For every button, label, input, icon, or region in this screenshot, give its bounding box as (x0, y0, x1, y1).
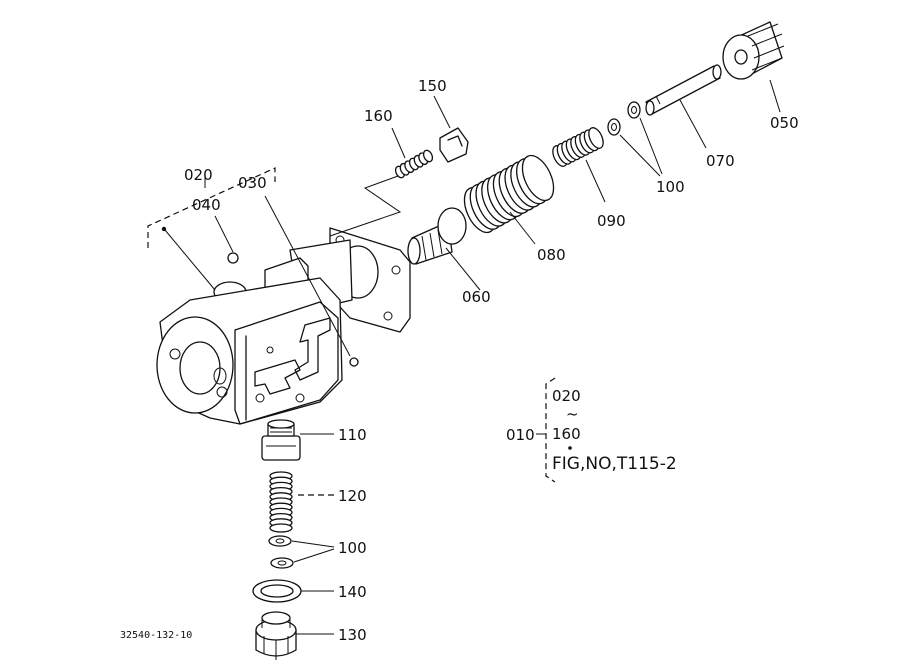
plug-130 (255, 611, 334, 660)
spring-coil (588, 127, 604, 149)
assembly-to: 160 (552, 425, 581, 443)
assembly-note: 010 020 ~ 160 FIG,NO,T115-2 (506, 377, 677, 483)
callout-030: 030 (238, 174, 267, 192)
plug-040 (214, 215, 239, 264)
gasket-140 (252, 579, 334, 603)
callout-060: 060 (462, 288, 491, 306)
washers-100-bottom (268, 535, 335, 569)
callout-050: 050 (770, 114, 799, 132)
callout-020: 020 (184, 166, 213, 184)
callout-150: 150 (418, 77, 447, 95)
callout-120: 120 (338, 487, 367, 505)
clip-150 (433, 95, 469, 163)
spring-090 (552, 127, 606, 203)
spring-160 (391, 127, 434, 179)
drawing-code: 32540-132-10 (120, 630, 192, 641)
callout-140: 140 (338, 583, 367, 601)
spring-coil (521, 154, 555, 202)
spring-080 (463, 154, 555, 245)
assembly-from: 020 (552, 387, 581, 405)
assembly-dot (568, 446, 572, 450)
callout-090: 090 (597, 212, 626, 230)
body-group-bracket (147, 167, 276, 248)
spring-120 (269, 471, 336, 533)
spring-coil (269, 523, 293, 533)
piston-060 (407, 207, 481, 291)
callout-040: 040 (192, 196, 221, 214)
callout-130: 130 (338, 626, 367, 644)
callout-100-bottom: 100 (338, 539, 367, 557)
assembly-number: 010 (506, 426, 535, 444)
callout-100-top: 100 (656, 178, 685, 196)
figure-reference: FIG,NO,T115-2 (552, 454, 677, 474)
plug-030 (264, 195, 359, 367)
callout-070: 070 (706, 152, 735, 170)
callout-160: 160 (364, 107, 393, 125)
assembly-path-line (329, 175, 402, 237)
body-leader-line (164, 229, 216, 291)
plunger-110 (261, 419, 334, 461)
callout-110: 110 (338, 426, 367, 444)
assembly-tilde: ~ (566, 405, 579, 423)
rod-070 (645, 64, 722, 149)
washers-100-top (607, 101, 663, 177)
valve-body (156, 227, 411, 425)
callout-080: 080 (537, 246, 566, 264)
spring-coil (422, 149, 434, 163)
cap-050 (722, 21, 785, 113)
body-leader-dot (161, 226, 167, 232)
